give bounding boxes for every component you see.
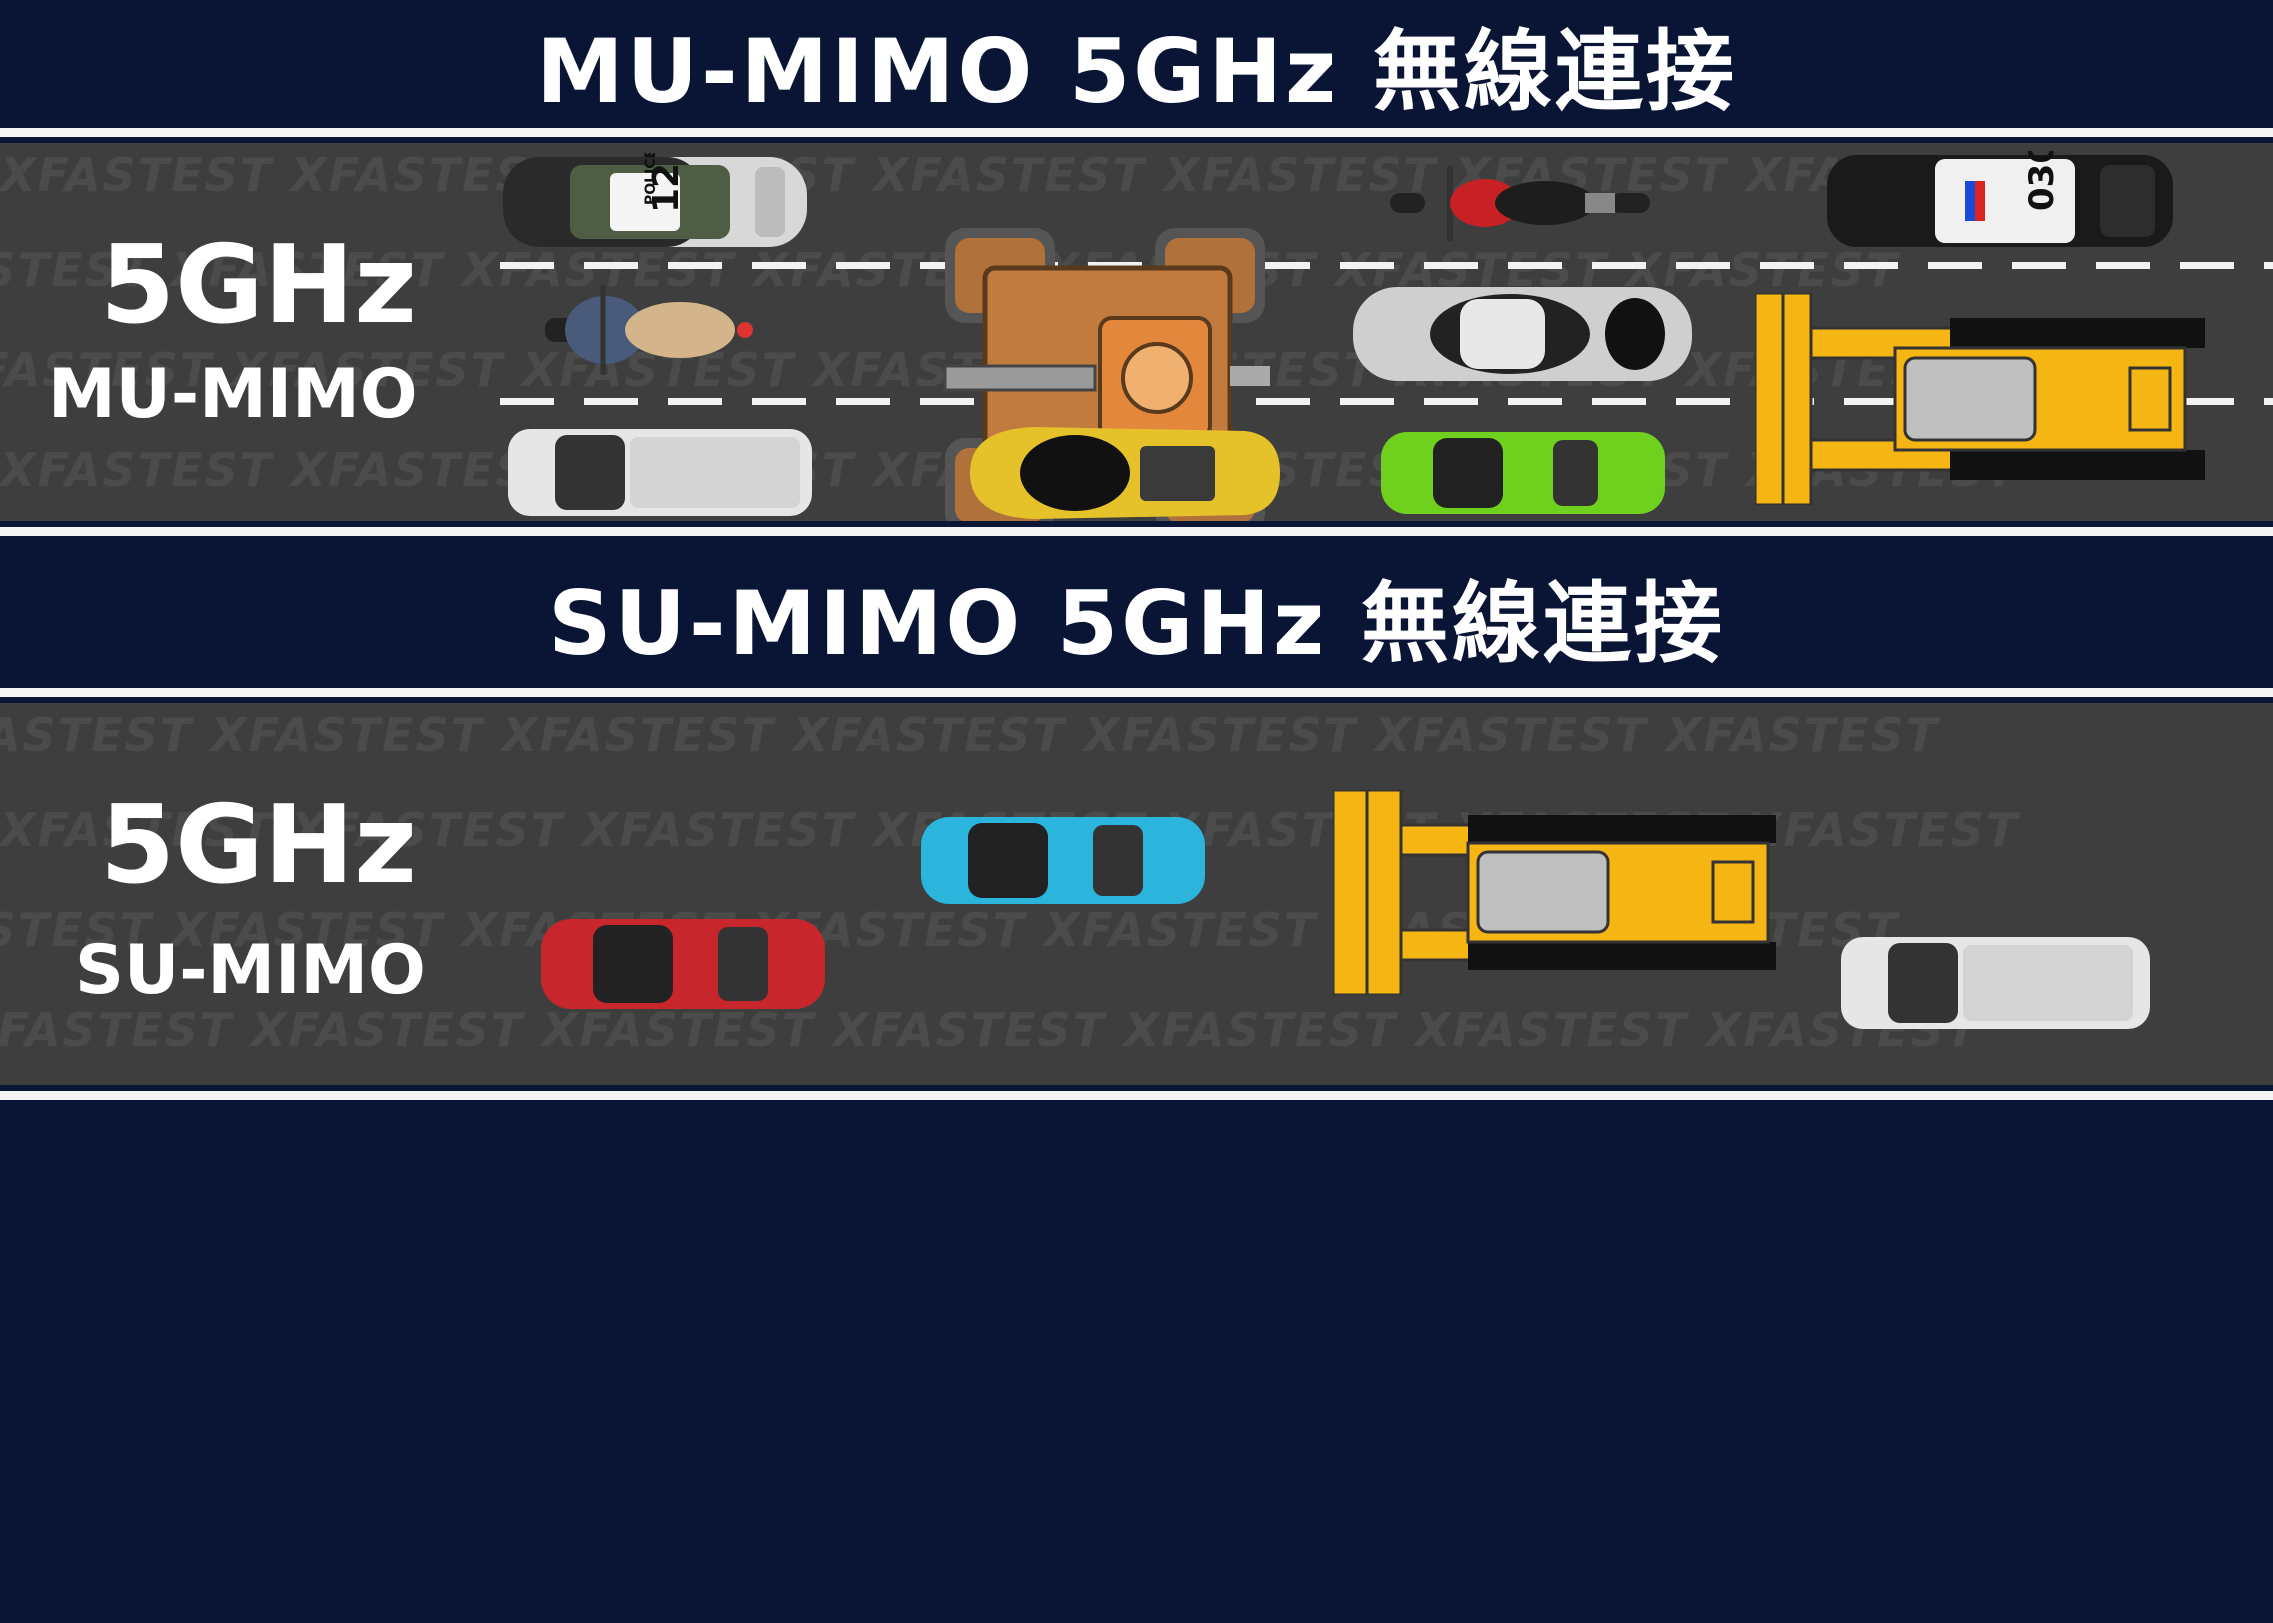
- watermark: XFASTEST XFASTEST XFASTEST XFASTEST XFAS…: [0, 148, 2020, 202]
- su-band-label: 5GHz: [100, 783, 418, 908]
- mu-mode-label: MU-MIMO: [48, 355, 418, 434]
- su-mimo-banner: SU-MIMO 5GHz 無線連接: [0, 536, 2273, 688]
- red-car-icon: [538, 915, 828, 1013]
- su-mimo-title: SU-MIMO 5GHz 無線連接: [548, 571, 1725, 675]
- mu-road-bottom-gap: [0, 521, 2273, 527]
- mu-mimo-banner: MU-MIMO 5GHz 無線連接: [0, 0, 2273, 128]
- white-suv-icon: [1838, 933, 2153, 1033]
- bulldozer-icon: [1755, 293, 2210, 505]
- su-road-bottom-edge: [0, 1091, 2273, 1100]
- scooter-icon: [545, 283, 755, 378]
- yellow-supercar-icon: [965, 421, 1283, 521]
- lane-divider: [500, 262, 2273, 269]
- su-road-bottom-gap: [0, 1085, 2273, 1091]
- su-mode-label: SU-MIMO: [75, 931, 426, 1010]
- mu-road-bottom-edge: [0, 527, 2273, 536]
- su-road-top-gap: [0, 697, 2273, 703]
- police-van-icon: 030: [1825, 151, 2175, 251]
- police-car-text: POLICE: [643, 153, 659, 205]
- mu-band-label: 5GHz: [100, 223, 418, 348]
- watermark: XFASTEST XFASTEST XFASTEST XFASTEST XFAS…: [0, 1003, 1980, 1057]
- lane-divider: [500, 398, 2273, 405]
- green-car-icon: [1378, 428, 1668, 518]
- watermark: XFASTEST XFASTEST XFASTEST XFASTEST XFAS…: [0, 708, 1940, 762]
- su-mimo-road: XFASTEST XFASTEST XFASTEST XFASTEST XFAS…: [0, 703, 2273, 1085]
- mu-road-top-edge: [0, 128, 2273, 137]
- blue-car-icon: [918, 813, 1208, 908]
- silver-sports-car-icon: [1350, 283, 1695, 385]
- mu-mimo-road: XFASTEST XFASTEST XFASTEST XFASTEST XFAS…: [0, 143, 2273, 521]
- bulldozer-icon: [1333, 790, 1781, 995]
- su-road-top-edge: [0, 688, 2273, 697]
- police-car-number: 12: [646, 163, 687, 213]
- white-suv-icon: [505, 425, 815, 520]
- police-car-icon: POLICE 12: [500, 153, 810, 251]
- mu-road-top-gap: [0, 137, 2273, 143]
- police-van-number: 030: [2022, 151, 2062, 211]
- mu-mimo-title: MU-MIMO 5GHz 無線連接: [536, 19, 1737, 123]
- motorcycle-icon: [1390, 161, 1650, 246]
